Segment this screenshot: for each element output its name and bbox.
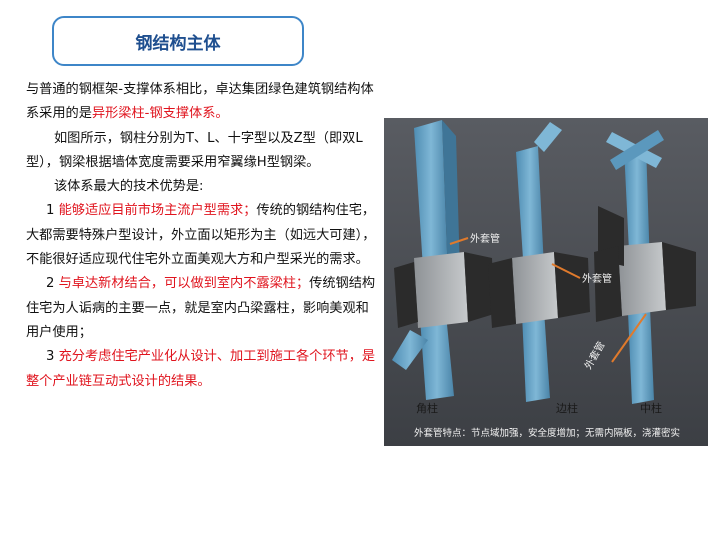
leader-line-3 xyxy=(611,313,647,363)
corner-column-side xyxy=(442,120,460,278)
paragraph-1-highlight: 异形梁柱-钢支撑体系。 xyxy=(91,106,229,122)
middle-column-joint xyxy=(594,130,696,404)
figure-caption: 外套管特点：节点域加强，安全度增加；无需内隔板，浇灌密实 xyxy=(414,427,680,439)
middle-column-lower xyxy=(628,308,654,404)
label-corner-column: 角柱 xyxy=(416,401,438,415)
steel-joint-illustration: 外套管 外套管 外套管 角柱 边柱 中柱 外套管特点：节点域加强，安全度增加；无… xyxy=(384,118,708,446)
corner-column-upper xyxy=(414,120,448,284)
page-title: 钢结构主体 xyxy=(135,33,221,54)
advantage-3-highlight: 充分考虑住宅产业化从设计、加工到施工各个环节，是整个产业链互动式设计的结果。 xyxy=(26,349,376,389)
paragraph-1: 与普通的钢框架-支撑体系相比，卓达集团绿色建筑钢结构体系采用的是异形梁柱-钢支撑… xyxy=(26,78,380,127)
advantage-2-highlight: 与卓达新材结合，可以做到室内不露梁柱； xyxy=(58,276,310,292)
corner-column-lower xyxy=(420,314,454,400)
paragraph-3: 该体系最大的技术优势是: xyxy=(54,179,204,195)
advantage-3: 3 充分考虑住宅产业化从设计、加工到施工各个环节，是整个产业链互动式设计的结果。 xyxy=(26,345,380,394)
advantage-1-highlight: 能够适应目前市场主流户型需求； xyxy=(58,203,257,219)
leader-line-2 xyxy=(551,263,581,279)
paragraph-2: 如图所示，钢柱分别为T、L、十字型以及Z型（即双L型），钢梁根据墙体宽度需要采用… xyxy=(26,130,363,170)
corner-brace xyxy=(392,330,428,370)
advantage-1-number: 1 xyxy=(46,203,55,219)
label-waitaoguan-1: 外套管 xyxy=(470,232,500,245)
middle-beam-left xyxy=(594,246,622,322)
advantage-2: 2 与卓达新材结合，可以做到室内不露梁柱；传统钢结构住宅为人诟病的主要一点，就是… xyxy=(26,272,380,345)
middle-beam-right xyxy=(662,242,696,310)
leader-line-1 xyxy=(449,237,469,245)
edge-beam-right xyxy=(554,252,590,318)
corner-sleeve xyxy=(414,252,468,328)
corner-beam-right xyxy=(464,252,494,322)
edge-column-joint xyxy=(488,122,590,402)
middle-column-upper xyxy=(624,144,650,272)
edge-sleeve xyxy=(512,252,558,324)
advantage-1: 1 能够适应目前市场主流户型需求；传统的钢结构住宅，大都需要特殊户型设计，外立面… xyxy=(26,199,380,272)
label-edge-column: 边柱 xyxy=(556,401,578,415)
label-waitaoguan-2: 外套管 xyxy=(582,272,612,285)
edge-column-lower xyxy=(522,310,550,402)
advantage-3-number: 3 xyxy=(46,349,55,365)
title-box: 钢结构主体 xyxy=(52,16,304,66)
steel-joint-figure: 外套管 外套管 外套管 角柱 边柱 中柱 外套管特点：节点域加强，安全度增加；无… xyxy=(384,118,708,446)
middle-column-flange-b xyxy=(610,130,664,170)
corner-beam-left xyxy=(394,262,418,328)
middle-sleeve xyxy=(618,242,666,316)
body-text: 与普通的钢框架-支撑体系相比，卓达集团绿色建筑钢结构体系采用的是异形梁柱-钢支撑… xyxy=(26,78,380,394)
advantage-1-text: 传统的钢结构住宅，大都需要特殊户型设计，外立面以矩形为主（如远大可建），不能很好… xyxy=(26,203,376,268)
edge-column-upper xyxy=(516,146,544,274)
edge-beam-left xyxy=(488,258,516,328)
corner-column-joint xyxy=(392,120,494,400)
advantage-2-text: 传统钢结构住宅为人诟病的主要一点，就是室内凸梁露柱，影响美观和用户使用； xyxy=(26,276,376,340)
edge-column-flange xyxy=(534,122,562,152)
advantage-2-number: 2 xyxy=(46,276,55,292)
label-middle-column: 中柱 xyxy=(640,401,662,415)
paragraph-1-text: 与普通的钢框架-支撑体系相比，卓达集团绿色建筑钢结构体系采用的是 xyxy=(26,82,374,122)
